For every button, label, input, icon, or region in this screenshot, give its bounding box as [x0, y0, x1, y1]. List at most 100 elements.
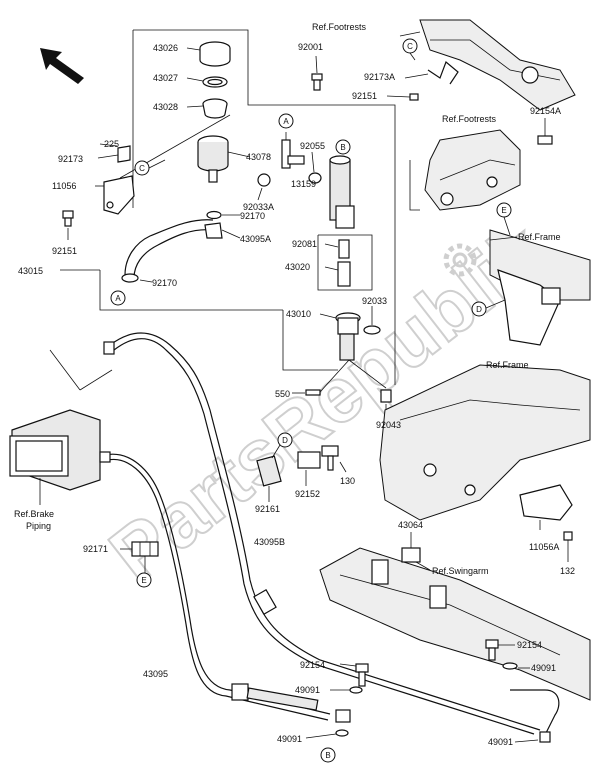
pin-550 [305, 389, 321, 396]
svg-text:B: B [340, 143, 345, 152]
ref-swingarm: Ref.Swingarm [432, 566, 489, 576]
svg-text:A: A [283, 117, 289, 126]
label-92055: 92055 [300, 141, 325, 151]
label-43020: 43020 [285, 262, 310, 272]
screw-92151 [62, 210, 74, 227]
callout-e-right: E [496, 202, 512, 218]
grommet-43064 [401, 547, 421, 563]
label-92170-left: 92170 [152, 278, 177, 288]
label-49091-right-b: 49091 [488, 737, 513, 747]
ref-frame-middle: Ref.Frame [486, 360, 529, 370]
footrest-bracket-top [419, 19, 576, 111]
label-92154-lower: 92154 [300, 660, 325, 670]
callout-b-top: B [335, 139, 351, 155]
label-92154-right: 92154 [517, 640, 542, 650]
callout-c-top: C [402, 38, 418, 54]
label-13159: 13159 [291, 179, 316, 189]
bolt-92151 [409, 93, 419, 101]
svg-text:B: B [325, 751, 330, 760]
label-43010: 43010 [286, 309, 311, 319]
label-11056: 11056 [52, 181, 76, 191]
label-92033a: 92033A [243, 202, 274, 212]
label-92081: 92081 [292, 239, 317, 249]
arrow-up-left-icon [40, 48, 84, 84]
svg-text:A: A [115, 294, 121, 303]
label-43078: 43078 [246, 152, 271, 162]
ref-frame-right: Ref.Frame [518, 232, 561, 242]
label-43015: 43015 [18, 266, 43, 276]
ref-brake-piping-line1: Ref.Brake [14, 509, 54, 519]
label-92170-top: 92170 [240, 211, 265, 221]
callout-e-left: E [136, 572, 152, 588]
label-49091-lower-b: 49091 [277, 734, 302, 744]
spring-92173a [427, 60, 459, 85]
label-43027: 43027 [153, 73, 178, 83]
bolt-92001 [311, 73, 323, 91]
ref-brake-piping-line2: Piping [26, 521, 51, 531]
bolt-130 [321, 445, 339, 471]
label-43095a: 43095A [240, 234, 271, 244]
svg-text:E: E [141, 576, 146, 585]
label-49091-right-a: 49091 [531, 663, 556, 673]
bolt-132 [563, 531, 573, 541]
label-92001: 92001 [298, 42, 323, 52]
o-ring-92033a [257, 173, 271, 187]
label-49091-lower-a: 49091 [295, 685, 320, 695]
label-92171: 92171 [83, 544, 108, 554]
reservoir-bracket [103, 145, 135, 215]
callout-d-mid: D [277, 432, 293, 448]
label-550: 550 [275, 389, 290, 399]
bolt-92154a [537, 135, 553, 145]
abs-unit [9, 409, 101, 491]
hose-fitting-43095 [231, 683, 319, 711]
banjo-bolt-92154-lower [355, 663, 369, 687]
clip-92171 [131, 541, 159, 557]
spring-92152 [297, 451, 321, 469]
brake-pipe-lower [104, 453, 331, 721]
label-92161: 92161 [255, 504, 280, 514]
label-43028: 43028 [153, 102, 178, 112]
callout-a-left: A [110, 290, 126, 306]
svg-text:D: D [476, 305, 482, 314]
footrest-bracket-mid [424, 129, 521, 211]
washer-49091-lower-a [349, 686, 363, 694]
reservoir-diaphragm [202, 98, 228, 119]
o-ring-92055 [308, 172, 322, 184]
callout-d-right: D [471, 301, 487, 317]
label-92151-right: 92151 [352, 91, 377, 101]
swingarm [319, 547, 591, 701]
brake-pipe-upper [109, 332, 541, 735]
callout-b-bottom: B [320, 747, 336, 763]
bracket-11056a [519, 484, 573, 521]
label-92151-left: 92151 [52, 246, 77, 256]
spring-43020 [337, 261, 351, 287]
washer-49091-lower-b [335, 729, 349, 737]
reservoir-plate [202, 76, 228, 88]
label-92152: 92152 [295, 489, 320, 499]
caliper-hose-end [510, 689, 560, 743]
switch-92161 [256, 455, 282, 487]
cotter-92043 [380, 389, 392, 403]
washer-49091-right [502, 662, 518, 670]
svg-text:C: C [139, 164, 145, 173]
label-92154a: 92154A [530, 106, 561, 116]
label-92043: 92043 [376, 420, 401, 430]
label-225: 225 [104, 139, 119, 149]
svg-text:E: E [501, 206, 506, 215]
ref-footrests-mid: Ref.Footrests [442, 114, 497, 124]
label-43095: 43095 [143, 669, 168, 679]
ref-footrests-top: Ref.Footrests [312, 22, 367, 32]
label-132: 132 [560, 566, 575, 576]
hose-clamp-92170 [121, 273, 139, 283]
hose-clamp-92170-top [206, 210, 222, 220]
pushrod-92081 [338, 239, 350, 259]
label-43095b: 43095B [254, 537, 285, 547]
assembly-bracket-lines [60, 29, 420, 385]
label-43064: 43064 [398, 520, 423, 530]
callout-a-top: A [278, 113, 294, 129]
svg-text:D: D [282, 436, 288, 445]
hose-fitting-43095b [253, 589, 277, 615]
reservoir-tank [197, 135, 229, 183]
callout-c-left: C [134, 160, 150, 176]
